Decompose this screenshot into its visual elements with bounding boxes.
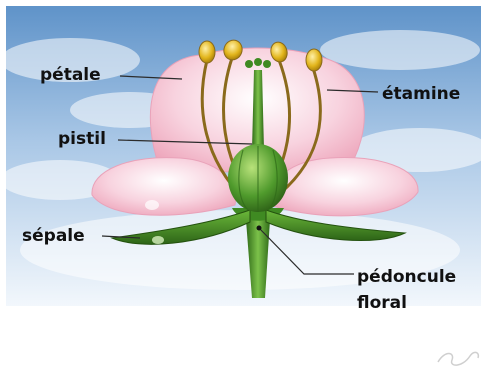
pistil-style — [252, 70, 264, 150]
label-peduncle-line1: pédoncule — [357, 264, 456, 290]
label-stamen: étamine — [382, 84, 460, 104]
label-pistil: pistil — [58, 129, 106, 149]
label-sepal: sépale — [22, 226, 85, 246]
label-peduncle-line2: floral — [357, 290, 456, 316]
label-petal: pétale — [40, 65, 101, 85]
label-peduncle: pédoncule floral — [357, 264, 456, 316]
peduncle-pointer-dot — [257, 226, 262, 231]
dew-drop — [145, 200, 159, 210]
sepal-dew-drop — [152, 236, 164, 244]
